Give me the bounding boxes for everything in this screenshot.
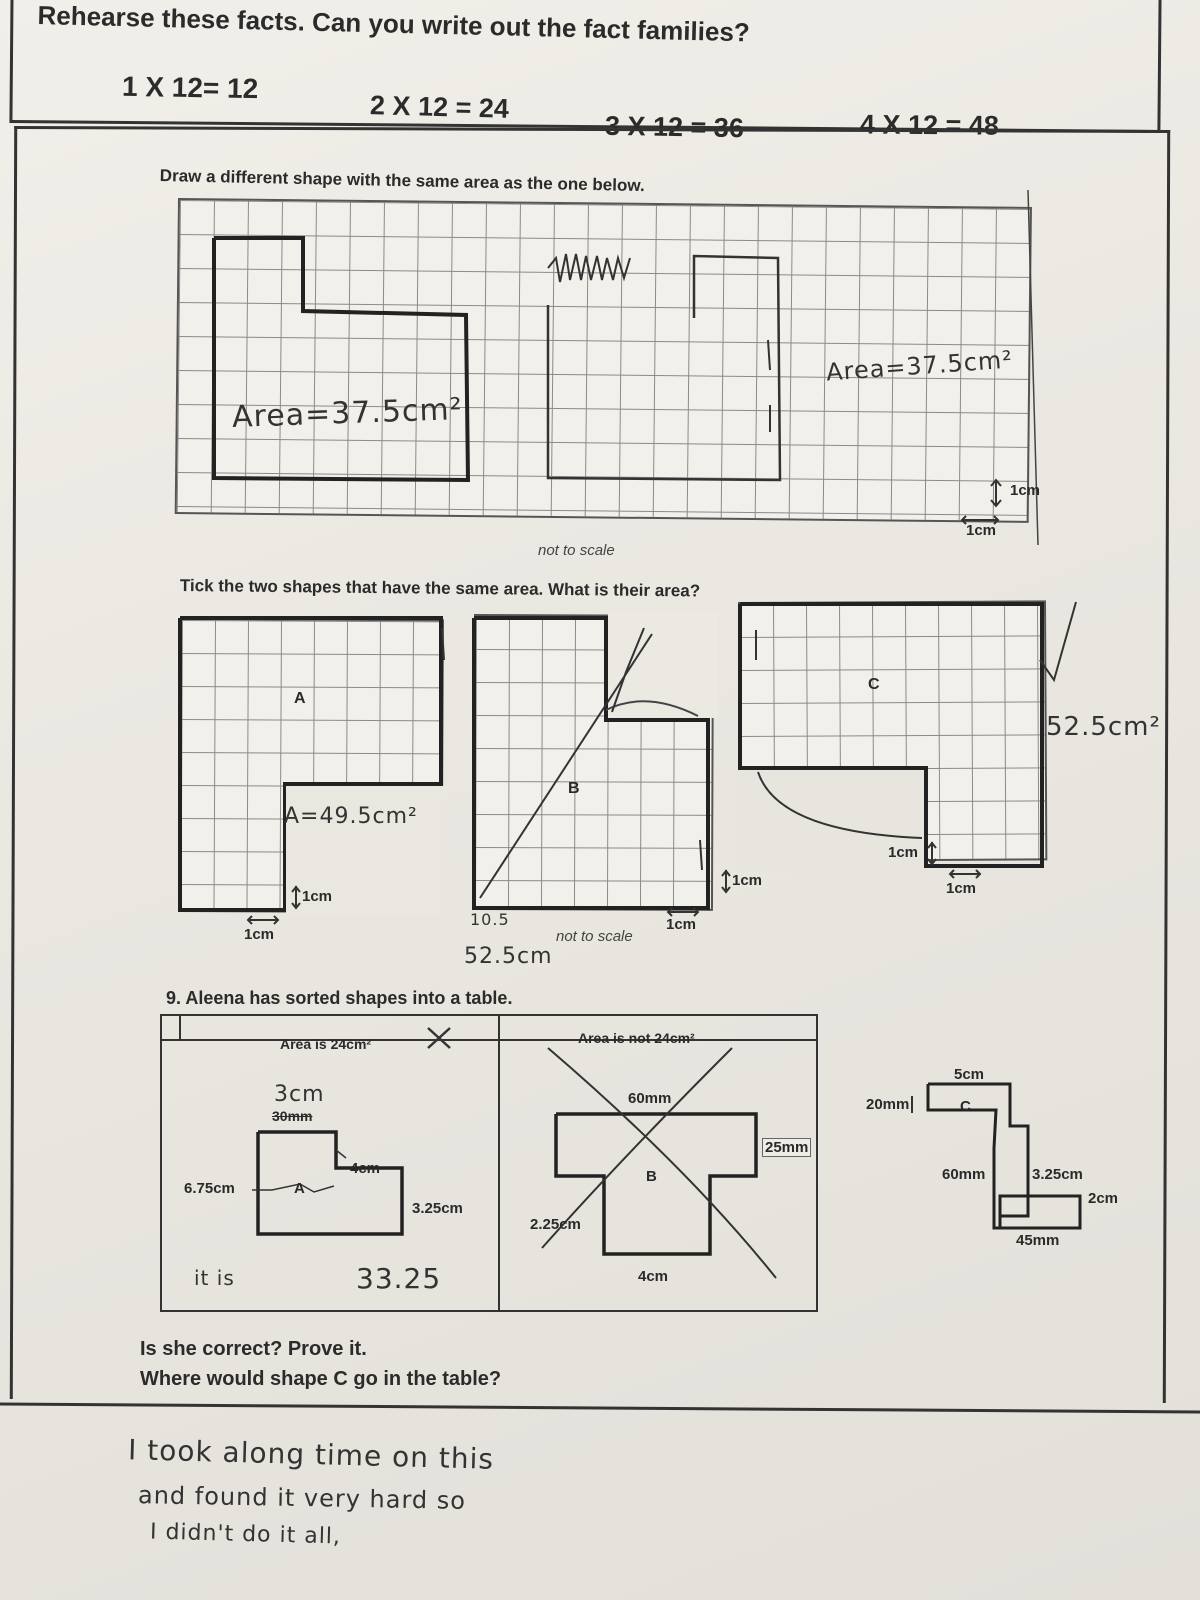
shape-a-scale-h: 1cm — [244, 926, 275, 943]
shape-b-scale-h: 1cm — [666, 916, 697, 933]
q9-table — [160, 1014, 818, 1312]
note-line-2: and found it very hard so — [137, 1481, 467, 1515]
q9-a-top-printed: 30mm — [272, 1108, 313, 1124]
q9-a-left: 6.75cm — [184, 1180, 235, 1197]
shape-b-label: B — [568, 780, 580, 797]
q9-b-left: 2.25cm — [530, 1216, 581, 1233]
q9-col2-header: Area is not 24cm² — [578, 1030, 695, 1046]
hand-b-nums: 10.5 — [470, 910, 510, 929]
shape-a-label: A — [294, 690, 306, 707]
q9-b-bottom: 4cm — [638, 1268, 669, 1285]
tick-not-to-scale: not to scale — [556, 928, 633, 945]
shape-c-scale-h: 1cm — [946, 880, 977, 897]
q9-title: 9. Aleena has sorted shapes into a table… — [166, 988, 513, 1008]
area-scale-vertical: 1cm — [1010, 482, 1041, 499]
q9-b-top: 60mm — [628, 1090, 672, 1107]
q9-c-label: C — [960, 1098, 971, 1115]
hand-b-area: 52.5cm — [464, 944, 553, 969]
q9-b-right: 25mm — [762, 1138, 812, 1157]
q9-question-1: Is she correct? Prove it. — [140, 1338, 367, 1360]
note-line-3: I didn't do it all, — [149, 1519, 342, 1550]
area-not-to-scale: not to scale — [538, 542, 615, 559]
q9-c-left-top: 20mm — [866, 1096, 914, 1113]
q9-a-label: A — [294, 1180, 305, 1197]
hand-c-area: 52.5cm² — [1046, 712, 1161, 742]
q9-b-label: B — [646, 1168, 657, 1185]
q9-hand-value: 33.25 — [356, 1262, 442, 1295]
shape-c-label: C — [868, 676, 880, 693]
hand-a-area: A=49.5cm² — [284, 804, 418, 829]
q9-hand-its: it is — [194, 1266, 235, 1290]
shape-a-scale-v: 1cm — [302, 888, 333, 905]
q9-c-top: 5cm — [954, 1066, 985, 1083]
shape-b-scale-v: 1cm — [732, 872, 763, 889]
q9-a-top-hand: 3cm — [274, 1082, 325, 1107]
q9-c-left: 60mm — [942, 1166, 986, 1183]
q9-c-bottom: 45mm — [1016, 1232, 1060, 1249]
shape-c-scale-v: 1cm — [888, 844, 919, 861]
area-scale-horizontal: 1cm — [966, 522, 997, 539]
q9-c-right-top: 3.25cm — [1032, 1166, 1083, 1183]
q9-col1-header: Area is 24cm² — [280, 1036, 372, 1052]
q9-a-inner: 4cm — [350, 1160, 381, 1177]
q9-c-right: 2cm — [1088, 1190, 1119, 1207]
q9-question-2: Where would shape C go in the table? — [140, 1368, 502, 1390]
q9-a-right: 3.25cm — [412, 1200, 463, 1217]
